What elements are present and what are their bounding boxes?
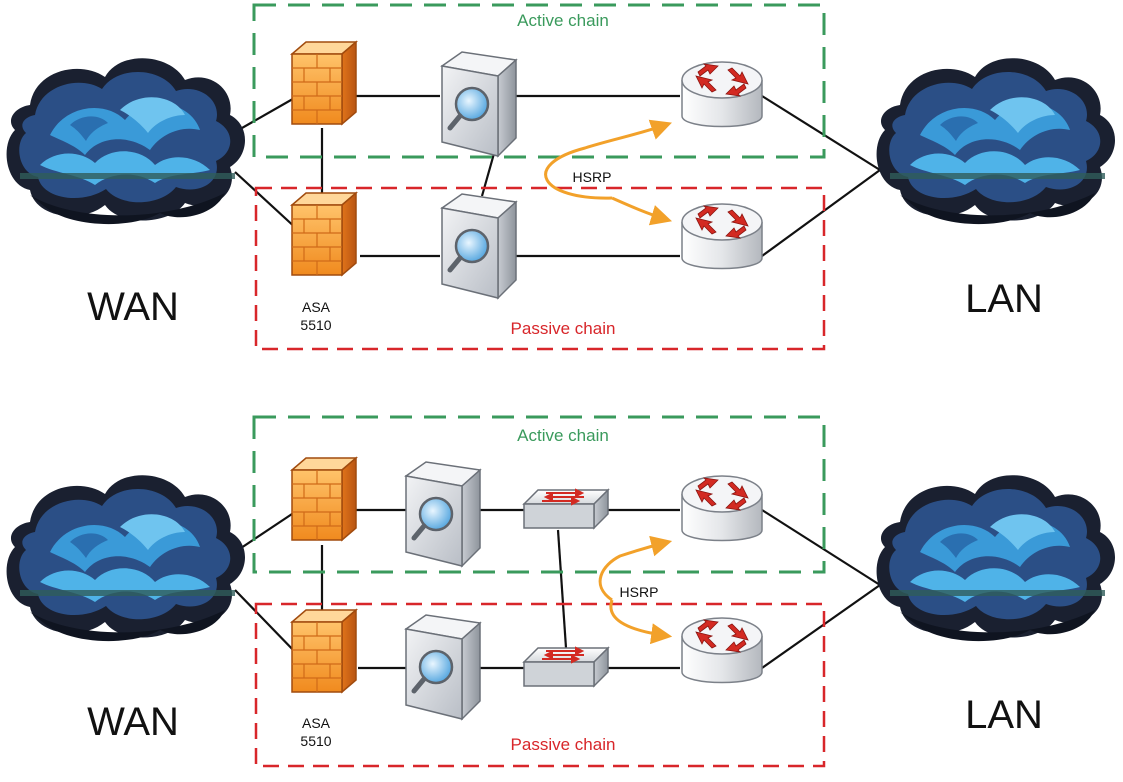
ips-passive-icon [406, 615, 480, 719]
lan-label: LAN [965, 277, 1043, 321]
passive-chain-label: Passive chain [511, 735, 616, 754]
switch-passive-icon [523, 647, 609, 687]
ips-passive-icon [442, 194, 516, 298]
diagram-bottom: Active chain Passive chain WAN LAN ASA 5… [6, 415, 1115, 768]
router-passive-icon [681, 203, 763, 270]
router-active-icon [681, 61, 763, 128]
diagram-top: Active chain Passive chain WAN LAN ASA 5… [6, 3, 1115, 351]
links-bottom [234, 508, 881, 670]
firewall-active-icon [291, 41, 357, 125]
firewall-model-line2: 5510 [300, 317, 331, 333]
switch-active-icon [523, 489, 609, 529]
firewall-model-line1: ASA [302, 715, 331, 731]
hsrp-arrow-lower [611, 196, 673, 226]
hsrp-arrow-lower [609, 599, 673, 645]
ips-active-icon [442, 52, 516, 156]
lan-cloud-icon [876, 58, 1115, 225]
wan-cloud-icon [6, 58, 245, 225]
passive-chain-label: Passive chain [511, 319, 616, 338]
router-active-icon [681, 475, 763, 542]
passive-chain-box [254, 186, 826, 351]
active-chain-label: Active chain [517, 11, 609, 30]
hsrp-arrow [598, 535, 673, 602]
firewall-passive-icon [291, 192, 357, 276]
firewall-passive-icon [291, 609, 357, 693]
wan-label: WAN [87, 700, 179, 744]
wan-cloud-icon [6, 475, 245, 642]
hsrp-label: HSRP [573, 169, 612, 185]
firewall-model-line1: ASA [302, 299, 331, 315]
ips-active-icon [406, 462, 480, 566]
passive-chain-box [254, 602, 826, 768]
firewall-model-line2: 5510 [300, 733, 331, 749]
links-top [234, 94, 881, 258]
wan-label: WAN [87, 285, 179, 329]
active-chain-box [252, 415, 826, 574]
hsrp-label: HSRP [620, 584, 659, 600]
router-passive-icon [681, 617, 763, 684]
hsrp-arrow [544, 119, 672, 200]
active-chain-box [252, 3, 826, 159]
firewall-active-icon [291, 457, 357, 541]
active-chain-label: Active chain [517, 426, 609, 445]
lan-label: LAN [965, 693, 1043, 737]
lan-cloud-icon [876, 475, 1115, 642]
